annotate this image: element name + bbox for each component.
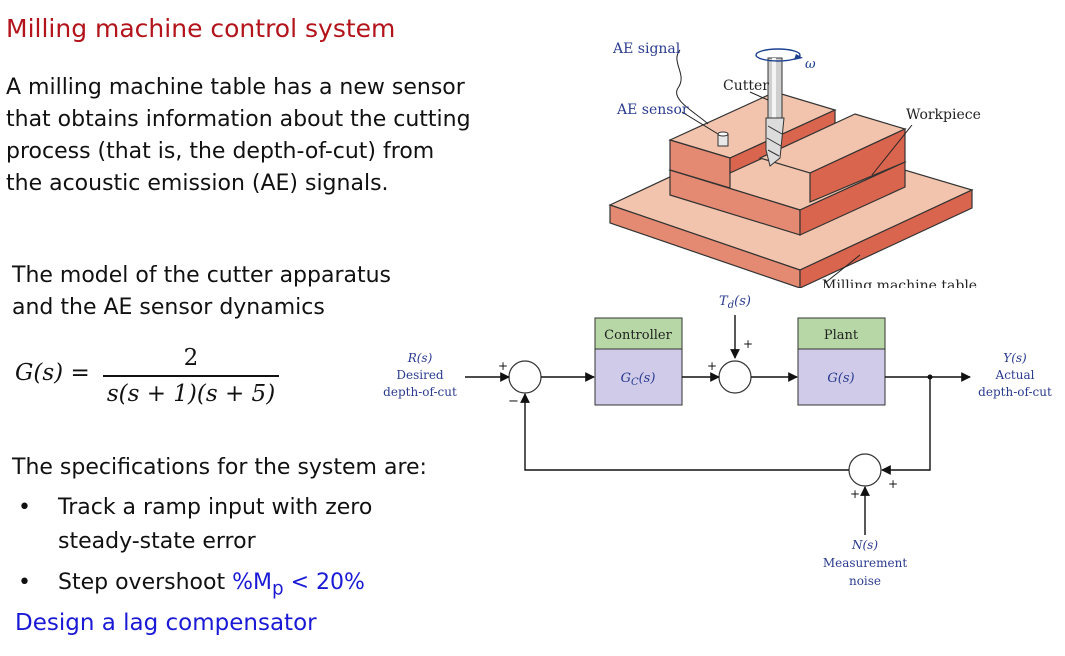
formula-equals: =	[70, 360, 90, 386]
plant-tf: G(s)	[827, 371, 854, 386]
feedback-to-sum3	[881, 377, 931, 475]
model-line: The model of the cutter apparatus	[12, 263, 392, 288]
input-signal-label: R(s)	[407, 351, 433, 365]
summing-junction-1	[508, 360, 542, 394]
disturbance-label: Td(s)	[719, 294, 751, 311]
noise-desc-1: Measurement	[823, 556, 907, 570]
summing-junction-3	[848, 453, 882, 487]
plant-header	[797, 317, 886, 350]
feedback-to-sum1	[520, 393, 849, 471]
bullet-prefix: Step overshoot	[58, 570, 233, 595]
noise-signal-label: N(s)	[851, 538, 878, 552]
table-front-left	[609, 204, 801, 288]
controller-tf: GC(s)	[621, 371, 656, 388]
slide-title: Milling machine control system	[6, 14, 396, 43]
intro-line: the acoustic emission (AE) signals.	[6, 171, 389, 196]
design-task: Design a lag compensator	[15, 610, 317, 636]
sum1-feedback-sign: −	[508, 394, 519, 409]
formula-numerator: 2	[183, 345, 199, 371]
bullet-line: steady-state error	[58, 529, 256, 554]
bullet-marker: •	[18, 570, 31, 595]
omega-label: ω	[805, 57, 816, 72]
input-desc-1: Desired	[396, 368, 444, 382]
ae-sensor-leader	[681, 111, 719, 135]
ridge-front	[809, 128, 906, 203]
cutter-flute	[766, 125, 783, 157]
controller-title: Controller	[604, 328, 672, 343]
output-desc-1: Actual	[995, 368, 1035, 382]
ae-signal-label: AE signal	[612, 41, 681, 57]
table-front-right	[799, 189, 973, 288]
sum3-output-sign: +	[888, 477, 898, 491]
noise-desc-2: noise	[849, 574, 881, 588]
model-paragraph: The model of the cutter apparatus and th…	[12, 260, 572, 324]
sum3-noise-sign: +	[850, 487, 860, 501]
overshoot-symbol: %M	[232, 570, 272, 595]
milling-machine-illustration: ω AE signal Cutter AE sensor Workpiece M…	[608, 41, 981, 288]
sum2-disturbance-sign: +	[743, 337, 753, 351]
bullet-marker: •	[18, 495, 31, 520]
cutter-label: Cutter	[723, 78, 769, 94]
plant-title: Plant	[824, 328, 859, 343]
block-diagram: Td(s) + Controller GC(s) Plant G(s) + − …	[383, 294, 1052, 588]
controller-block	[594, 348, 683, 406]
controller-header	[594, 317, 683, 350]
spec-heading: The specifications for the system are:	[12, 455, 427, 480]
plant-block	[797, 348, 886, 406]
overshoot-limit: < 20%	[283, 570, 365, 595]
input-desc-2: depth-of-cut	[383, 385, 457, 399]
table-label: Milling machine table	[822, 278, 977, 288]
intro-paragraph: A milling machine table has a new sensor…	[6, 72, 566, 200]
step-left	[669, 139, 731, 189]
fraction-bar	[103, 375, 279, 377]
formula-lhs: G(s) =	[15, 360, 90, 386]
output-signal-label: Y(s)	[1003, 351, 1027, 365]
output-desc-2: depth-of-cut	[978, 385, 1052, 399]
sum2-input-sign: +	[707, 359, 717, 373]
sum1-input-sign: +	[498, 359, 508, 373]
intro-line: A milling machine table has a new sensor	[6, 75, 465, 100]
cutter-highlight	[772, 58, 776, 118]
table-leader	[824, 254, 861, 284]
ae-sensor-label: AE sensor	[616, 102, 689, 118]
workpiece-label: Workpiece	[906, 107, 981, 123]
summing-junction-2	[718, 360, 752, 394]
formula-fraction: 2 s(s + 1)(s + 5)	[103, 343, 279, 409]
overshoot-subscript: p	[271, 578, 284, 600]
bullet-line: Step overshoot %Mp < 20%	[58, 567, 365, 605]
formula-denominator: s(s + 1)(s + 5)	[106, 380, 276, 407]
rotation-arrowhead	[794, 54, 803, 60]
ae-sensor-cap	[717, 131, 729, 137]
overshoot-spec: %Mp < 20%	[232, 570, 365, 599]
slab-right	[799, 161, 906, 236]
workpiece-leader	[871, 124, 913, 176]
bullet-line: Track a ramp input with zero	[58, 495, 373, 520]
intro-line: process (that is, the depth-of-cut) from	[6, 139, 435, 164]
model-line: and the AE sensor dynamics	[12, 295, 325, 320]
intro-line: that obtains information about the cutti…	[6, 107, 471, 132]
formula-lhs-symbol: G(s)	[15, 360, 64, 386]
rotation-arrow	[755, 48, 801, 62]
cutter-leader	[749, 91, 769, 101]
ae-signal-line	[676, 49, 709, 125]
